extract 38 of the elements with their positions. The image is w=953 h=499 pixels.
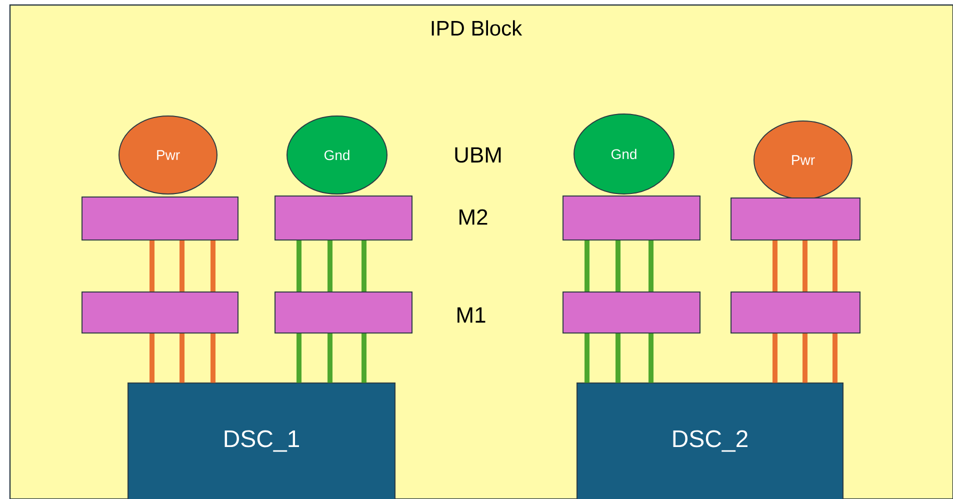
metal-pad xyxy=(730,198,860,240)
via-line xyxy=(296,240,302,292)
via-line xyxy=(210,240,216,292)
via-line xyxy=(296,334,302,383)
via-line xyxy=(362,240,366,292)
via-line xyxy=(772,240,778,292)
via-line xyxy=(328,334,332,383)
via-line xyxy=(616,240,620,292)
chip-block: DSC_1 xyxy=(128,382,396,499)
via-line xyxy=(802,334,808,383)
via-line xyxy=(584,334,590,383)
metal-pad xyxy=(274,196,412,240)
metal-pad xyxy=(82,196,238,240)
layer-label: M2 xyxy=(460,209,488,225)
via-line xyxy=(150,240,154,292)
metal-pad xyxy=(562,292,700,334)
via-line xyxy=(362,334,366,383)
via-line xyxy=(584,240,590,292)
via-line xyxy=(832,334,838,383)
via-line xyxy=(802,240,808,292)
layer-label: UBM xyxy=(455,147,501,163)
chip-block: DSC_2 xyxy=(576,382,844,499)
metal-pad xyxy=(274,292,412,334)
via-line xyxy=(772,334,778,383)
via-line xyxy=(180,334,184,383)
via-line xyxy=(648,334,654,383)
metal-pad xyxy=(730,292,860,334)
block-title: IPD Block xyxy=(432,20,522,36)
via-line xyxy=(832,240,838,292)
metal-pad xyxy=(562,196,700,240)
via-line xyxy=(328,240,332,292)
metal-pad xyxy=(82,292,238,334)
via-line xyxy=(150,334,154,383)
layer-label: M1 xyxy=(458,307,486,323)
via-line xyxy=(648,240,654,292)
via-line xyxy=(616,334,620,383)
via-line xyxy=(210,334,216,383)
via-line xyxy=(180,240,184,292)
